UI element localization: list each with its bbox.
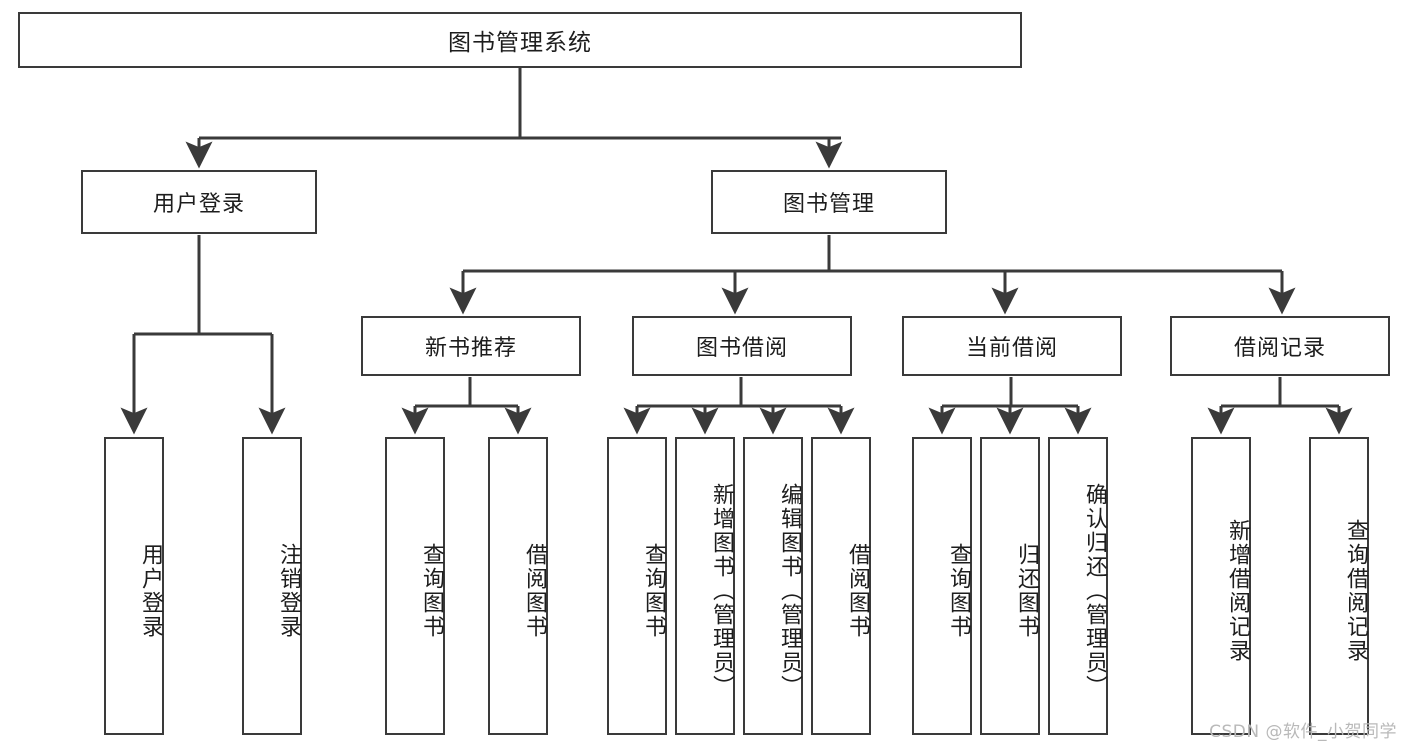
node-label: 图书管理系统 bbox=[448, 30, 592, 56]
leaf-current-borrow-return[interactable]: 归还图书 bbox=[980, 437, 1040, 735]
node-label: 借阅图书 bbox=[845, 543, 870, 639]
node-label: 新增借阅记录 bbox=[1225, 519, 1250, 663]
leaf-borrow-record-add[interactable]: 新增借阅记录 bbox=[1191, 437, 1251, 735]
node-label: 新增图书（管理员） bbox=[709, 483, 734, 699]
node-label: 注销登录 bbox=[276, 543, 301, 639]
watermark-text: CSDN @软件_小贺同学 bbox=[1209, 722, 1397, 742]
node-label: 编辑图书（管理员） bbox=[777, 483, 802, 699]
leaf-user-login-login[interactable]: 用户登录 bbox=[104, 437, 164, 735]
node-label: 查询图书 bbox=[641, 543, 666, 639]
node-book-borrow[interactable]: 图书借阅 bbox=[632, 316, 852, 376]
leaf-current-borrow-query[interactable]: 查询图书 bbox=[912, 437, 972, 735]
node-label: 用户登录 bbox=[138, 543, 163, 639]
leaf-borrow-record-query[interactable]: 查询借阅记录 bbox=[1309, 437, 1369, 735]
node-label: 用户登录 bbox=[152, 192, 245, 217]
leaf-new-book-query[interactable]: 查询图书 bbox=[385, 437, 445, 735]
node-new-book-recommend[interactable]: 新书推荐 bbox=[361, 316, 581, 376]
leaf-book-borrow-edit[interactable]: 编辑图书（管理员） bbox=[743, 437, 803, 735]
node-borrow-record[interactable]: 借阅记录 bbox=[1170, 316, 1390, 376]
node-label: 图书管理 bbox=[782, 192, 875, 217]
node-label: 确认归还（管理员） bbox=[1082, 483, 1107, 699]
node-label: 新书推荐 bbox=[424, 336, 517, 361]
leaf-new-book-borrow[interactable]: 借阅图书 bbox=[488, 437, 548, 735]
node-label: 图书借阅 bbox=[695, 336, 788, 361]
node-current-borrow[interactable]: 当前借阅 bbox=[902, 316, 1122, 376]
node-root-book-management-system[interactable]: 图书管理系统 bbox=[18, 12, 1022, 68]
leaf-current-borrow-confirm-return[interactable]: 确认归还（管理员） bbox=[1048, 437, 1108, 735]
leaf-user-login-logout[interactable]: 注销登录 bbox=[242, 437, 302, 735]
node-book-management[interactable]: 图书管理 bbox=[711, 170, 947, 234]
node-label: 查询图书 bbox=[419, 543, 444, 639]
node-label: 查询图书 bbox=[946, 543, 971, 639]
node-label: 借阅图书 bbox=[522, 543, 547, 639]
node-user-login[interactable]: 用户登录 bbox=[81, 170, 317, 234]
node-label: 归还图书 bbox=[1014, 543, 1039, 639]
leaf-book-borrow-add[interactable]: 新增图书（管理员） bbox=[675, 437, 735, 735]
node-label: 借阅记录 bbox=[1233, 336, 1326, 361]
leaf-book-borrow-borrow[interactable]: 借阅图书 bbox=[811, 437, 871, 735]
leaf-book-borrow-query[interactable]: 查询图书 bbox=[607, 437, 667, 735]
node-label: 当前借阅 bbox=[965, 336, 1058, 361]
node-label: 查询借阅记录 bbox=[1343, 519, 1368, 663]
